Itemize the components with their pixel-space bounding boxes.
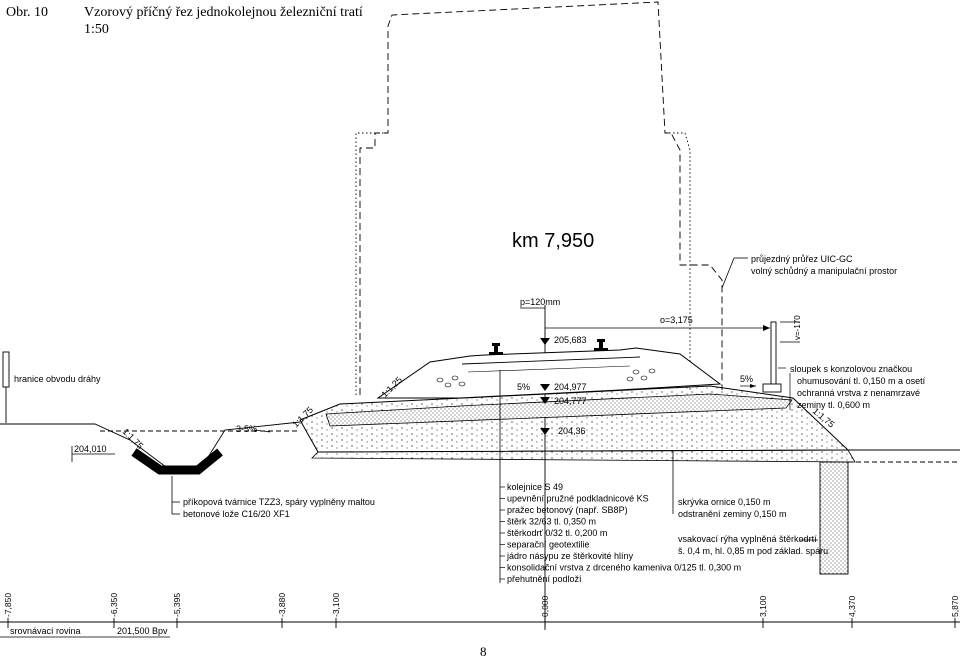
offset-label: o=3,175 <box>660 315 693 325</box>
layer-item: jádro násypu ze štěrkovité hlíny <box>506 551 634 561</box>
level-subgrade-mid: 204,977 <box>540 382 587 392</box>
station-label: -3,880 <box>277 593 287 617</box>
ditch-note-2: betonové lože C16/20 XF1 <box>183 509 290 519</box>
layer-item: separační geotextilie <box>507 540 590 550</box>
note-topsoil-3: zeminy tl. 0,600 m <box>797 400 870 410</box>
station-label: -5,395 <box>172 593 182 617</box>
km-label: km 7,950 <box>512 230 594 252</box>
level-rail-top: 205,683 <box>540 335 587 345</box>
svg-text:204,777: 204,777 <box>554 396 587 406</box>
layer-item: přehutnění podloží <box>507 574 582 584</box>
ballast-stones-right <box>626 368 656 382</box>
figure-scale: 1:50 <box>84 22 109 37</box>
station-scale: -7,850 -6,350 -5,395 -3,880 -3,100 0,000 3,100… <box>3 593 960 628</box>
layer-legend: kolejnice S 49 upevnění pružné podkladnic… <box>499 370 741 584</box>
layer-item: štěrk 32/63 tl. 0,350 m <box>507 517 596 527</box>
layer-item: upevnění pružné podkladnicové KS <box>507 494 649 504</box>
clearance-text-2: volný schůdný a manipulační prostor <box>751 266 897 276</box>
marker-post: v=-170 <box>762 315 802 393</box>
strip-note-1: skrývka ornice 0,150 m <box>678 497 771 507</box>
cant-label: p=120mm <box>520 297 560 307</box>
strip-note-2: odstranění zeminy 0,150 m <box>678 509 787 519</box>
crossfall-right: 5% <box>740 374 753 384</box>
datum-label: srovnávací rovina <box>10 626 81 636</box>
clearance-text-1: průjezdný průřez UIC-GC <box>751 254 853 264</box>
page-number: 8 <box>480 644 487 657</box>
slope-label-3: 1:1,75 <box>121 426 146 451</box>
trench-note-1: vsakovací rýha vyplněná štěrkodrtí <box>678 534 817 544</box>
station-label: 4,370 <box>847 595 857 617</box>
clearance-note: průjezdný průřez UIC-GC volný schůdný a … <box>721 254 897 289</box>
rail-right <box>594 339 608 351</box>
seepage-trench <box>819 461 849 575</box>
datum-line: srovnávací rovina 201,500 Bpv <box>0 621 960 638</box>
level-subgrade-low: 204,777 <box>540 396 587 406</box>
ditch-channel-block <box>131 448 223 475</box>
crossfall-left: 5% <box>517 382 530 392</box>
figure-title: Vzorový příčný řez jednokolejnou železni… <box>84 5 363 20</box>
layer-item: konsolidační vrstva z drceného kameniva … <box>507 563 741 573</box>
note-topsoil-2: ochranná vrstva z nenamrzavé <box>797 388 920 398</box>
embankment <box>299 385 856 463</box>
layer-item: štěrkodrť 0/32 tl. 0,200 m <box>507 528 607 538</box>
ballast-stones-left <box>436 375 466 388</box>
station-label: 3,100 <box>758 595 768 617</box>
boundary-label: hranice obvodu dráhy <box>14 374 101 384</box>
rail-left <box>489 343 503 355</box>
datum-value: 201,500 Bpv <box>117 626 168 636</box>
station-label: 0,000 <box>540 595 550 617</box>
ditch-notes: příkopová tvárnice TZZ3, spáry vyplněny … <box>171 476 375 519</box>
station-label: -7,850 <box>3 593 13 617</box>
layer-item: kolejnice S 49 <box>507 482 563 492</box>
clearance-gauge-outline <box>355 1 723 395</box>
trench-note-2: š. 0,4 m, hl. 0,85 m pod základ. spáru <box>678 546 828 556</box>
note-topsoil-1: ohumusování tl. 0,150 m a osetí <box>797 376 926 386</box>
ballast-bed <box>376 347 722 399</box>
boundary-marker: hranice obvodu dráhy <box>2 351 101 423</box>
right-notes: sloupek s konzolovou značkou ohumusování… <box>778 364 926 410</box>
ditch-note-1: příkopová tvárnice TZZ3, spáry vyplněny … <box>183 497 375 507</box>
svg-text:204,36: 204,36 <box>558 426 586 436</box>
layer-item: pražec betonový (např. SB8P) <box>507 505 628 515</box>
station-label: 5,870 <box>950 595 960 617</box>
figure-number: Obr. 10 <box>6 5 48 20</box>
svg-text:204,010: 204,010 <box>74 444 107 454</box>
strip-notes: skrývka ornice 0,150 m odstranění zeminy… <box>672 450 787 519</box>
note-post: sloupek s konzolovou značkou <box>790 364 912 374</box>
station-label: -6,350 <box>109 593 119 617</box>
station-label: -3,100 <box>331 593 341 617</box>
svg-text:204,977: 204,977 <box>554 382 587 392</box>
svg-text:205,683: 205,683 <box>554 335 587 345</box>
ditch-grade-label: 3-5% <box>236 424 257 434</box>
post-height-label: v=-170 <box>793 315 802 340</box>
level-formation: 204,36 <box>540 426 586 436</box>
offset-dimension: o=3,175 <box>545 315 770 331</box>
level-ditch: 204,010 <box>71 444 115 462</box>
